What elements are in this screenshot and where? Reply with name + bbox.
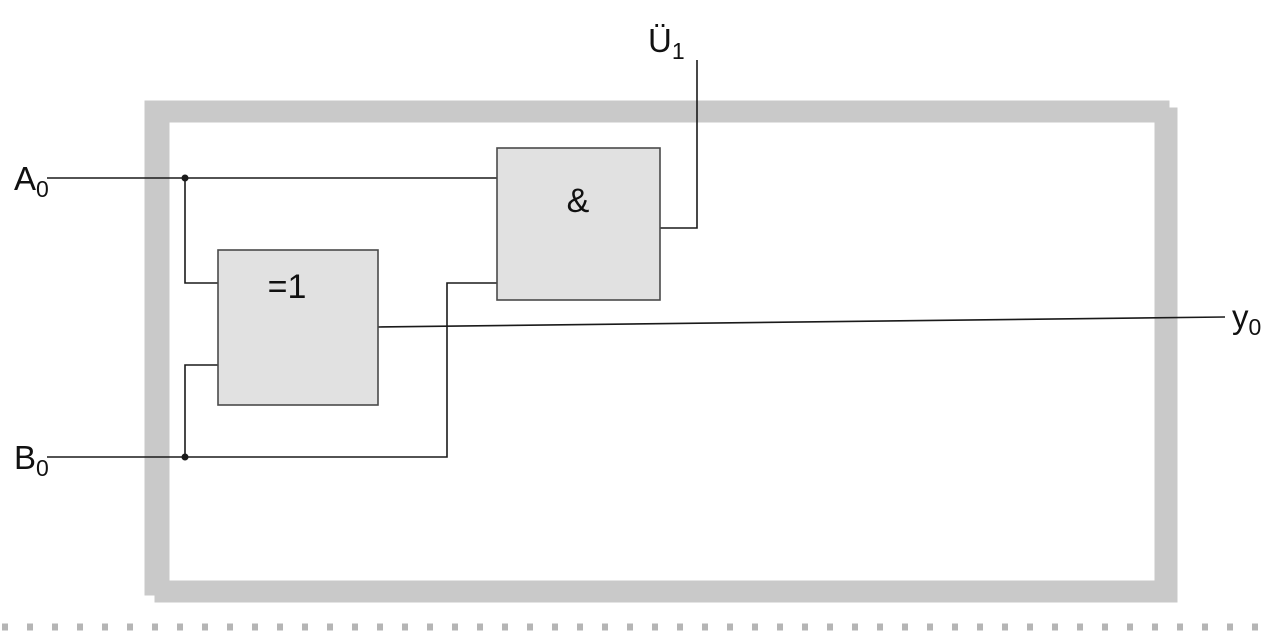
- wire-sum-output: [377, 316, 1226, 328]
- label-output-sum-sub: 0: [1249, 314, 1262, 340]
- and-gate-label: &: [567, 182, 590, 220]
- label-input-b: B0: [14, 439, 49, 481]
- label-output-carry: Ü1: [648, 22, 685, 64]
- circuit-frame-inner: [154, 107, 1178, 603]
- wires: [47, 60, 1226, 461]
- junction-dot-a: [181, 174, 189, 182]
- circuit-frame: [144, 100, 1178, 603]
- wire-branch-b: [184, 364, 218, 457]
- wire-carry-output: [660, 60, 698, 229]
- xor-gate-label: =1: [268, 268, 307, 306]
- label-output-sum-base: y: [1232, 298, 1249, 335]
- wire-branch-a: [184, 178, 218, 284]
- and-gate-body: [496, 147, 661, 301]
- label-output-sum: y0: [1232, 298, 1261, 340]
- label-input-b-sub: 0: [36, 455, 49, 481]
- junction-dot-b: [181, 453, 189, 461]
- label-output-carry-base: Ü: [648, 22, 672, 59]
- label-output-carry-sub: 1: [672, 38, 685, 64]
- wire-input-b: [47, 282, 497, 458]
- label-input-b-base: B: [14, 439, 36, 476]
- label-input-a: A0: [14, 160, 49, 202]
- xor-gate-body: [217, 249, 379, 406]
- label-input-a-base: A: [14, 160, 36, 197]
- gates: =1 &: [217, 147, 661, 406]
- label-input-a-sub: 0: [36, 176, 49, 202]
- io-labels: A0 B0 Ü1 y0: [14, 22, 1261, 481]
